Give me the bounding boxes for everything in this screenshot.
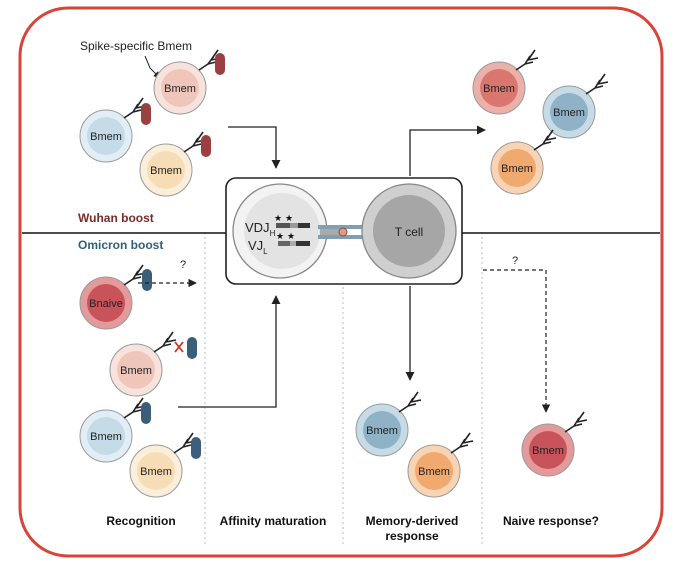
antibody-icon (123, 397, 147, 419)
antibody-icon (153, 331, 177, 353)
antibody-icon (198, 49, 222, 71)
recognition-to-gc-arrow-bottom (178, 295, 281, 408)
gc-to-memory-arrow-top (409, 125, 486, 176)
bmem-label: Bmem (418, 466, 450, 478)
mutation-star-icon: ★ (276, 231, 284, 241)
bmem-cell-top-yellow: Bmem (139, 143, 193, 197)
omicron-antigen-icon (187, 337, 197, 359)
spike-antigen-icon (201, 135, 211, 157)
naive-response-dashed-arrow (483, 269, 551, 413)
mutation-star-icon: ★ (274, 213, 282, 223)
bmem-label: Bmem (140, 466, 172, 478)
bmem-cell-memory-steel: Bmem (355, 403, 409, 457)
spike-specific-annotation: Spike-specific Bmem (80, 39, 192, 53)
antibody-icon (183, 131, 207, 153)
bmem-cell-output-orange: Bmem (490, 141, 544, 195)
bmem-cell-mismatch: Bmem (109, 343, 163, 397)
bmem-label: Bmem (90, 431, 122, 443)
antibody-icon (585, 73, 609, 95)
column-label-naive-response: Naive response? (503, 514, 599, 528)
light-chain-gene-bar (278, 241, 310, 246)
bmem-label: Bmem (553, 107, 585, 119)
bmem-label: Bmem (150, 165, 182, 177)
bmem-label: Bmem (164, 83, 196, 95)
bmem-cell-output-steel: Bmem (542, 85, 596, 139)
vj-light-label: VJL (248, 238, 268, 256)
omicron-boost-label: Omicron boost (78, 238, 163, 252)
column-label-memory-derived: Memory-derived (366, 514, 459, 528)
bmem-cell-top-blue: Bmem (79, 109, 133, 163)
t-cell-label: T cell (395, 225, 423, 239)
antibody-icon (564, 411, 588, 433)
bmem-cell-memory-orange: Bmem (407, 444, 461, 498)
antibody-icon (450, 432, 474, 454)
question-mark-left: ? (180, 259, 186, 271)
bmem-label: Bmem (501, 163, 533, 175)
bmem-cell-output-red: Bmem (472, 61, 526, 115)
antibody-icon (398, 391, 422, 413)
heavy-chain-gene-bar (276, 223, 310, 228)
gc-b-cell (232, 183, 328, 279)
antibody-icon (533, 129, 557, 151)
vdj-heavy-label: VDJH (245, 220, 276, 238)
t-cell: T cell (361, 183, 457, 279)
bmem-cell-top-pink: Bmem (153, 61, 207, 115)
column-label-response: response (385, 529, 439, 543)
spike-antigen-icon (141, 103, 151, 125)
bmem-cell-naive-output: Bmem (521, 423, 575, 477)
antibody-icon (515, 49, 539, 71)
immune-synapse (318, 225, 366, 239)
column-label-recognition: Recognition (106, 514, 175, 528)
omicron-antigen-icon (141, 402, 151, 424)
spike-antigen-icon (215, 53, 225, 75)
mutation-star-icon: ★ (285, 213, 293, 223)
recognition-to-gc-arrow-top (228, 126, 281, 169)
bnaive-label: Bnaive (89, 298, 123, 310)
antibody-icon (123, 97, 147, 119)
no-binding-cross-icon (174, 341, 184, 353)
wuhan-boost-label: Wuhan boost (78, 211, 154, 225)
column-label-affinity-maturation: Affinity maturation (220, 514, 327, 528)
bmem-label: Bmem (90, 131, 122, 143)
bnaive-cell: Bnaive (79, 276, 133, 330)
omicron-antigen-icon (191, 437, 201, 459)
antibody-icon (123, 264, 147, 286)
omicron-antigen-icon (142, 269, 152, 291)
bmem-label: Bmem (483, 83, 515, 95)
annotation-pointer-arrow (144, 55, 161, 79)
mutation-star-icon: ★ (287, 231, 295, 241)
bmem-cell-bottom-blue: Bmem (79, 409, 133, 463)
bmem-label: Bmem (532, 445, 564, 457)
bmem-cell-bottom-yellow: Bmem (129, 444, 183, 498)
column-dividers (204, 232, 483, 545)
antibody-icon (173, 432, 197, 454)
bmem-label: Bmem (120, 365, 152, 377)
bmem-label: Bmem (366, 425, 398, 437)
question-mark-right: ? (512, 255, 518, 267)
